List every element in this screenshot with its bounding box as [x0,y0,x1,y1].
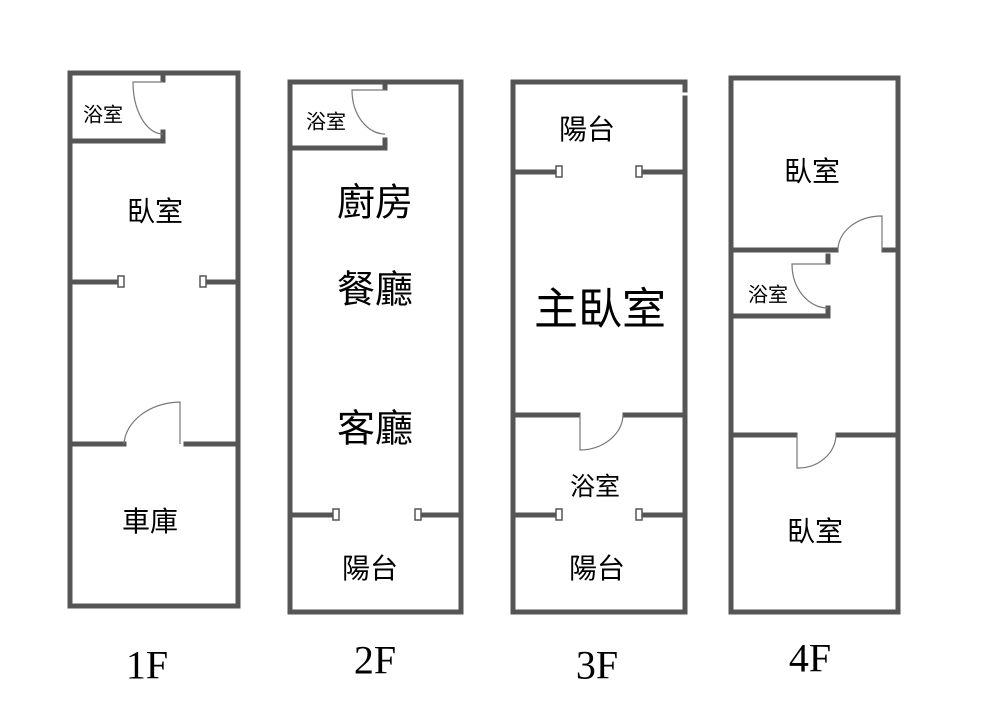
floor-1f-plan [67,70,241,609]
door-icon [791,263,829,309]
room-label-bedroom: 臥室 [786,515,844,548]
floor-3f-plan [510,79,688,615]
door-icon [132,81,164,135]
floor-label-4f: 4F [788,635,832,681]
floor-label-1f: 1F [125,642,169,688]
door-icon [123,401,181,445]
door-icon [837,215,883,251]
room-label-bathroom: 浴室 [748,282,788,307]
room-label-balcony: 陽台 [341,552,399,585]
room-label-bathroom: 浴室 [306,109,346,134]
room-label-dining: 餐廳 [336,267,414,312]
door-icon [579,414,624,451]
room-label-balcony: 陽台 [568,552,626,585]
room-label-master-bedroom: 主臥室 [534,284,666,335]
floor-label-2f: 2F [353,637,397,683]
door-icon [796,434,837,469]
room-label-bedroom: 臥室 [126,195,184,228]
room-label-balcony: 陽台 [558,113,616,146]
floor-4f-plan [728,75,901,615]
room-label-living: 客廳 [336,406,414,451]
door-icon [351,89,386,135]
floor-2f-plan [287,79,464,615]
room-label-kitchen: 廚房 [336,180,414,225]
room-label-bedroom: 臥室 [783,155,841,188]
room-label-garage: 車庫 [121,505,179,538]
room-label-bathroom: 浴室 [83,102,123,127]
floor-label-3f: 3F [575,642,619,688]
room-label-bathroom: 浴室 [569,472,621,501]
